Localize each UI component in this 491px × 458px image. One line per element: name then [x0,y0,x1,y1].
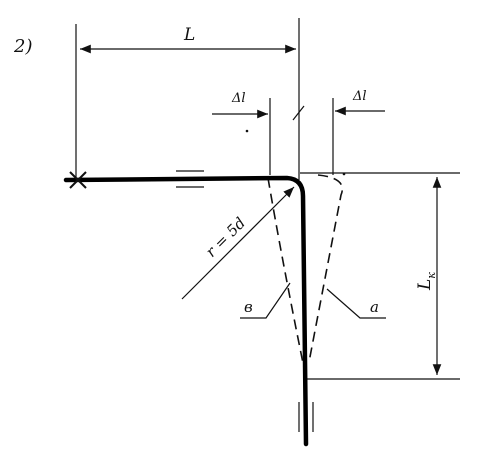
radius-arrow [181,186,295,300]
curve-a-label: а [370,298,379,316]
delta-right-label: Δl [352,89,367,104]
vertical-dimension-label: Lк [415,272,438,291]
vertical-dimension-label-group: Lк [415,272,438,291]
speck-dot [342,172,346,176]
delta-left-label: Δl [231,91,246,106]
curve-b-leader [240,282,291,319]
length-label: L [183,25,195,45]
fixed-end-cross-icon [69,171,87,189]
panel-label: 2) [13,36,32,57]
curve-a-leader [326,288,386,319]
bent-bar [63,175,309,447]
curve-a-dashed [308,174,343,363]
speck-dot [245,129,249,133]
center-tick [292,105,305,121]
curve-b-label: в [244,298,253,316]
radius-label-group: r = 5d [202,214,249,261]
curve-b-dashed [267,177,305,369]
radius-label: r = 5d [202,214,249,261]
